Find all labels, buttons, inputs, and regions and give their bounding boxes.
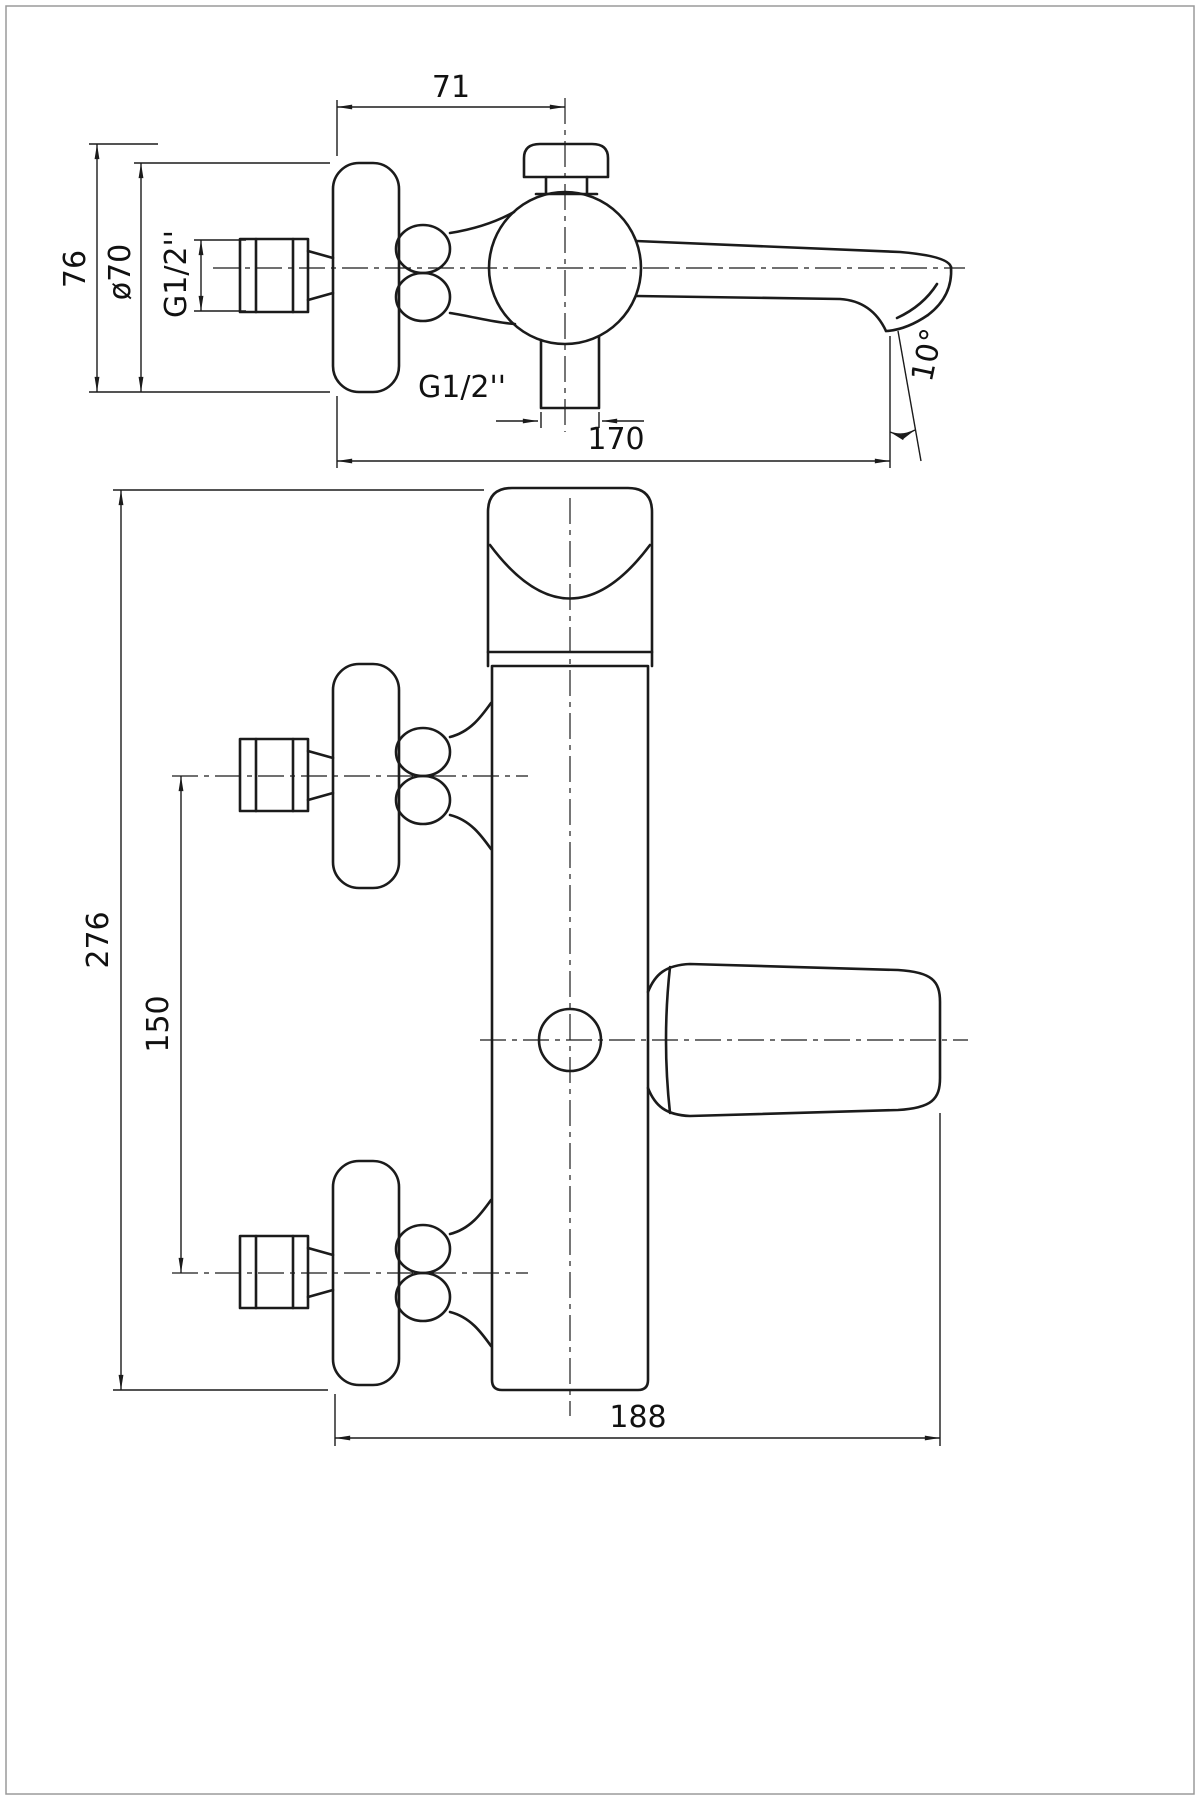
dim-label-diameter-70: ø70 [103, 244, 138, 301]
dim-angle-10: 10° [889, 325, 950, 462]
front-view-centerlines [172, 498, 968, 1416]
handle-outline [646, 962, 942, 1118]
dim-76: 76 [58, 143, 330, 393]
dim-thread-side: G1/2'' [159, 230, 246, 318]
dim-label-170: 170 [587, 422, 644, 457]
dim-188: 188 [334, 1113, 941, 1446]
top-view-centerlines [213, 98, 965, 432]
top-view: 71 76 ø70 G1/2'' G1/2'' 170 [58, 70, 965, 468]
dim-276: 276 [81, 489, 484, 1391]
shower-cap-outline [486, 486, 654, 668]
dim-label-71: 71 [432, 70, 470, 105]
lower-wall-mount [238, 1159, 493, 1387]
dim-150: 150 [141, 776, 184, 1273]
dim-label-angle-10: 10° [905, 325, 950, 384]
valve-body-circle [487, 190, 643, 346]
body-outline [490, 664, 650, 1392]
dim-thread-bottom: G1/2'' [418, 370, 644, 428]
dim-label-76: 76 [58, 250, 93, 288]
dim-71: 71 [336, 70, 565, 156]
diverter-knob-outline [522, 142, 610, 196]
wall-plate-top-outline [331, 161, 401, 394]
front-view: 276 150 188 [81, 486, 968, 1446]
dim-label-thread-side: G1/2'' [159, 230, 194, 318]
dim-label-thread-bottom: G1/2'' [418, 370, 506, 405]
bottom-port-outline [539, 335, 601, 410]
sheet-border [5, 5, 1195, 1795]
dim-label-276: 276 [81, 911, 116, 968]
upper-wall-mount [238, 662, 493, 890]
dim-diameter-70: ø70 [103, 162, 330, 392]
cartridge-cap-circle [537, 1007, 603, 1073]
spout-outline [634, 239, 953, 333]
dim-label-150: 150 [141, 995, 176, 1052]
dim-label-188: 188 [609, 1400, 666, 1435]
inlet-nut-top-outline [238, 237, 335, 314]
dim-170: 170 [336, 336, 891, 468]
joint-rings-top-outline [394, 210, 517, 326]
